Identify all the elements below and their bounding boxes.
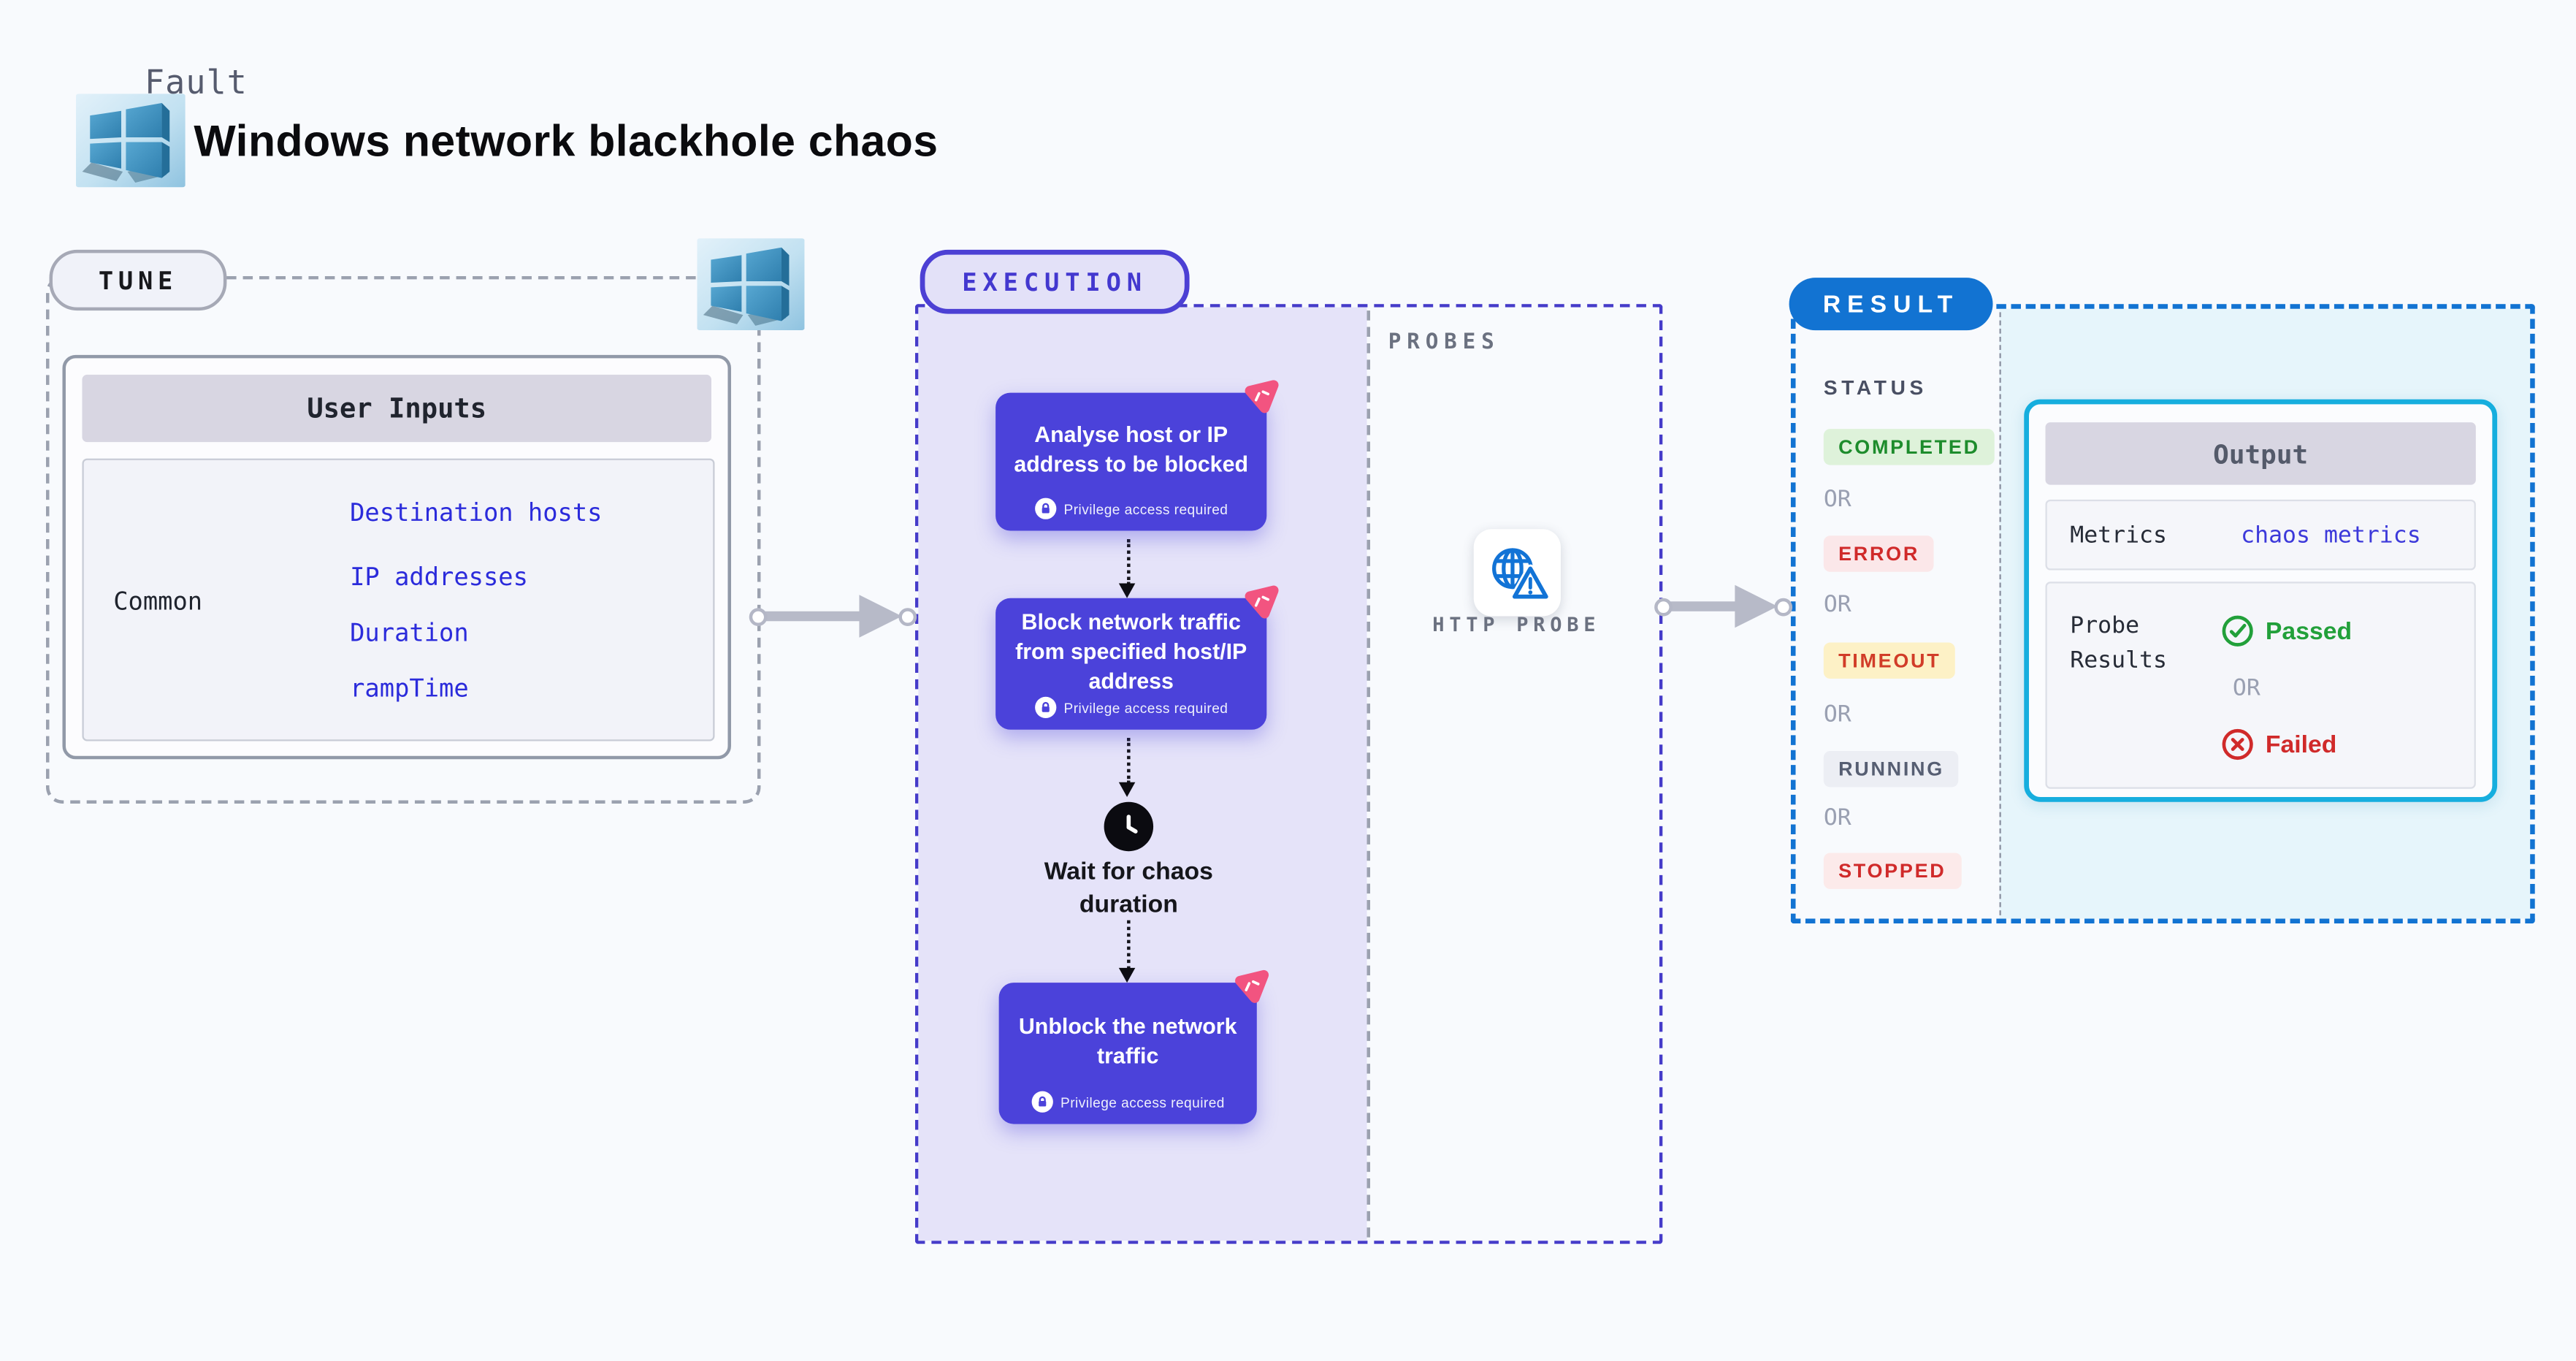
tune-pill: TUNE (49, 249, 227, 311)
user-inputs-table: User Inputs Common Destination hosts IP … (62, 354, 731, 760)
windows-logo-icon (75, 94, 186, 188)
connector-dot (749, 607, 768, 625)
flow-arrow (1118, 920, 1136, 983)
probe-passed: Passed (2221, 614, 2352, 647)
connector-dot (1774, 597, 1793, 616)
check-circle-icon (2222, 615, 2253, 647)
flow-arrow (1118, 538, 1136, 598)
page-title: Windows network blackhole chaos (194, 116, 939, 167)
step-text: Unblock the network traffic (1018, 1014, 1237, 1069)
probe-results-row: Probe Results Passed OR Failed (2045, 582, 2476, 789)
execution-pill: EXECUTION (920, 249, 1190, 314)
step-block-traffic: Block network traffic from specified hos… (995, 585, 1279, 730)
globe-alert-icon (1491, 548, 1550, 601)
probes-divider (1367, 310, 1370, 1238)
or-label: OR (1823, 486, 1851, 513)
step-text: Analyse host or IP address to be blocked (1014, 422, 1249, 477)
input-link-ip-addresses[interactable]: IP addresses (350, 562, 528, 592)
probes-zone-label: PROBES (1388, 330, 1500, 355)
or-label: OR (1823, 701, 1851, 728)
result-divider (1999, 312, 2001, 915)
litmus-chaos-icon (1245, 380, 1279, 413)
http-probe-card (1473, 529, 1561, 617)
privilege-badge: Privilege access required (995, 497, 1266, 519)
output-card: Output Metrics chaos metrics Probe Resul… (2024, 399, 2498, 802)
metrics-label: Metrics (2070, 522, 2167, 549)
privilege-badge: Privilege access required (995, 696, 1266, 718)
tune-section (45, 275, 761, 804)
probes-to-result-arrow (1654, 584, 1793, 630)
lock-icon (1034, 696, 1056, 718)
status-badge-error: ERROR (1823, 535, 1935, 572)
litmus-chaos-icon (1245, 585, 1279, 619)
clock-icon (1104, 801, 1154, 852)
output-header: Output (2045, 422, 2476, 485)
input-link-ramptime[interactable]: rampTime (350, 674, 469, 704)
status-badge-timeout: TIMEOUT (1823, 642, 1956, 679)
x-circle-icon (2222, 728, 2253, 760)
row-label-common: Common (113, 587, 203, 617)
metrics-row: Metrics chaos metrics (2045, 499, 2476, 571)
litmus-chaos-icon (1235, 969, 1269, 1003)
input-link-duration[interactable]: Duration (350, 617, 469, 648)
privilege-badge: Privilege access required (999, 1091, 1257, 1113)
status-badge-completed: COMPLETED (1823, 429, 1995, 465)
status-title: STATUS (1823, 376, 1927, 400)
step-unblock-traffic: Unblock the network traffic Privilege ac… (998, 969, 1269, 1124)
http-probe-label: HTTP PROBE (1432, 613, 1601, 636)
lock-icon (1031, 1091, 1052, 1113)
wait-step-label: Wait for chaos duration (1044, 858, 1213, 919)
connector-dot (1654, 597, 1673, 616)
probe-results-label: Probe Results (2070, 613, 2167, 674)
user-inputs-body: Common Destination hosts IP addresses Du… (82, 458, 715, 742)
step-text: Block network traffic from specified hos… (1015, 610, 1247, 694)
windows-logo-icon (697, 238, 805, 331)
user-inputs-header: User Inputs (82, 374, 711, 443)
or-label: OR (1823, 805, 1851, 832)
status-badge-stopped: STOPPED (1823, 853, 1961, 889)
probe-failed: Failed (2221, 728, 2336, 760)
tune-to-execution-arrow (749, 593, 917, 639)
connector-dot (898, 607, 917, 625)
result-pill: RESULT (1789, 278, 1993, 331)
or-label: OR (1823, 591, 1851, 618)
flow-arrow (1118, 737, 1136, 797)
or-label: OR (2232, 675, 2260, 702)
input-link-destination-hosts[interactable]: Destination hosts (350, 497, 603, 528)
lock-icon (1034, 497, 1056, 519)
step-analyse-host: Analyse host or IP address to be blocked… (995, 380, 1279, 531)
status-badge-running: RUNNING (1823, 750, 1960, 788)
chaos-metrics-link[interactable]: chaos metrics (2241, 522, 2421, 549)
